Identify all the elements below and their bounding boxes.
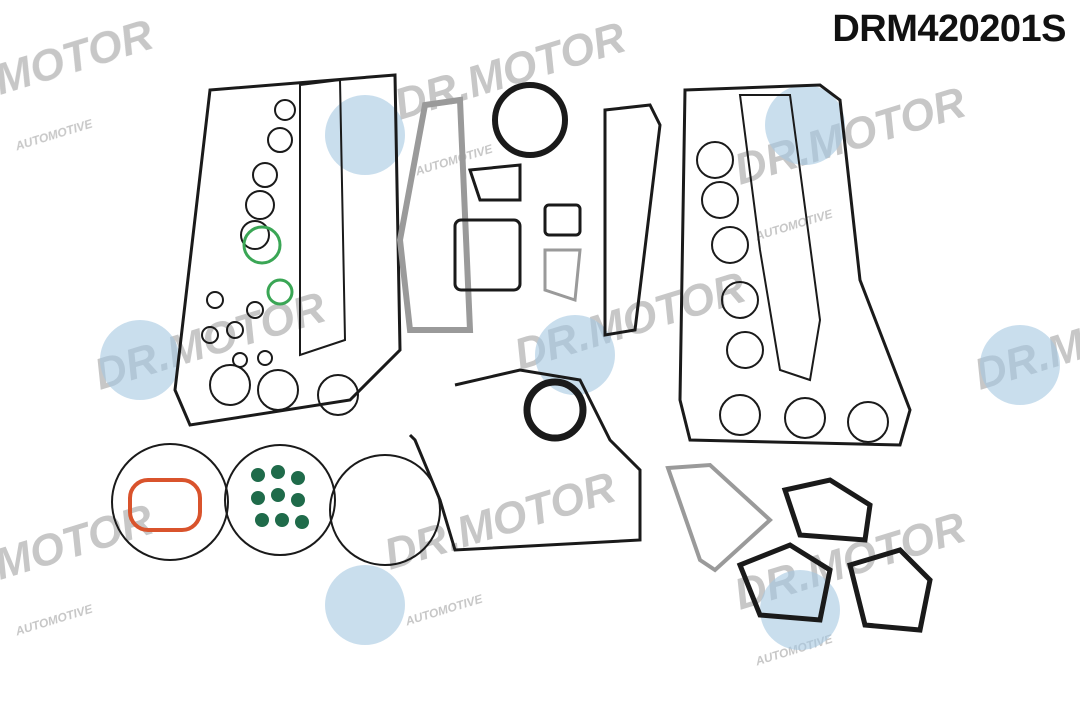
intake-manifold-gasket xyxy=(603,103,662,337)
kit-bag-3 xyxy=(329,454,441,566)
product-code: DRM420201S xyxy=(832,8,1066,51)
turbo-gasket xyxy=(665,462,773,573)
valve-cover-gasket-left xyxy=(173,73,402,427)
svg-text:DR.MOTOR: DR.MOTOR xyxy=(379,463,622,580)
crankshaft-seal xyxy=(492,82,568,158)
svg-text:AUTOMOTIVE: AUTOMOTIVE xyxy=(403,591,485,628)
timing-cover-gasket xyxy=(408,368,642,552)
svg-text:AUTOMOTIVE: AUTOMOTIVE xyxy=(13,601,95,638)
svg-text:MOTOR: MOTOR xyxy=(0,10,159,105)
valve-cover-gasket-right xyxy=(678,83,912,447)
svg-text:MOTOR: MOTOR xyxy=(0,495,159,590)
svg-text:AUTOMOTIVE: AUTOMOTIVE xyxy=(13,116,95,153)
kit-bag-1 xyxy=(111,443,229,561)
oring-green xyxy=(242,225,282,265)
exhaust-manifold-gasket xyxy=(396,96,474,333)
svg-text:AUTOMOTIVE: AUTOMOTIVE xyxy=(753,206,835,243)
kit-bag-2 xyxy=(224,444,336,556)
svg-text:AUTOMOTIVE: AUTOMOTIVE xyxy=(413,141,495,178)
